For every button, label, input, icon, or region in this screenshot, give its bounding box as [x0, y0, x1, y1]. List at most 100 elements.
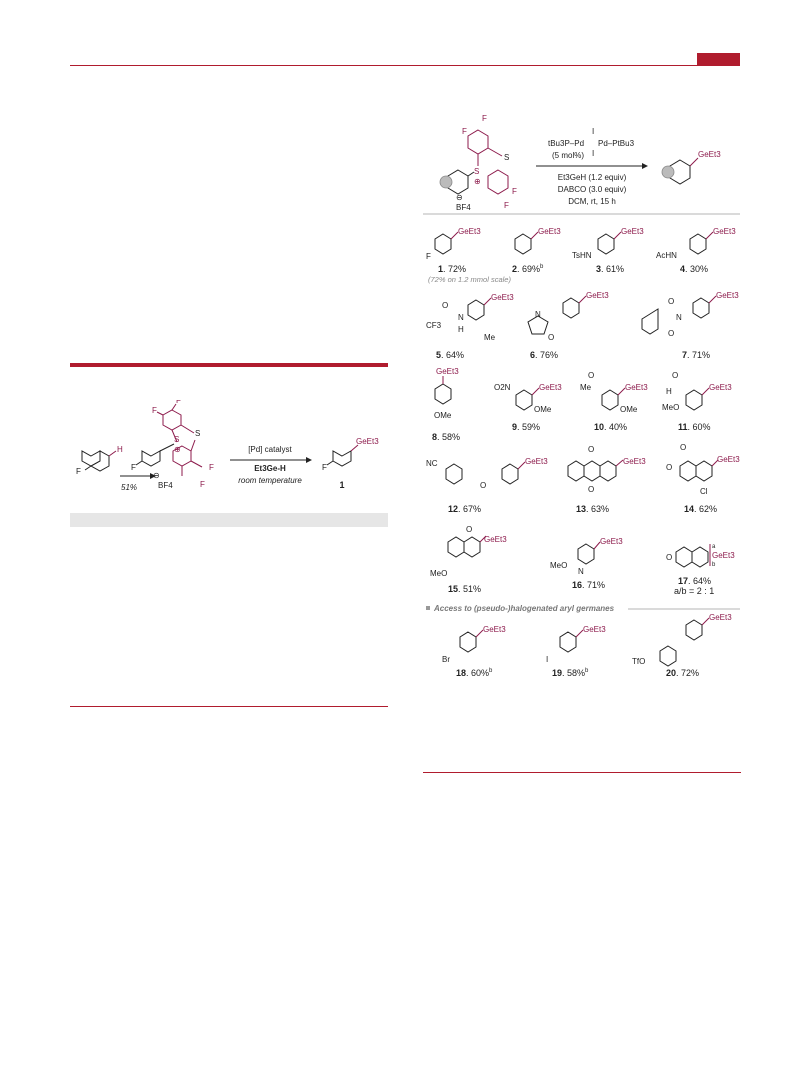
svg-text:GeEt3: GeEt3	[625, 383, 648, 392]
svg-text:N: N	[458, 313, 464, 322]
section-heading: Access to (pseudo-)halogenated aryl germ…	[433, 604, 615, 613]
svg-text:NC: NC	[426, 459, 438, 468]
scope-substrate-structure: F F S S ⊕ F F ⊖ BF4	[439, 114, 517, 212]
f-label-4: F	[200, 480, 205, 489]
svg-text:16. 71%: 16. 71%	[572, 580, 605, 590]
catalyst-label: [Pd] catalyst	[248, 445, 292, 454]
product-1-structure: GeEt3 F 1	[322, 437, 379, 490]
svg-text:15. 51%: 15. 51%	[448, 584, 481, 594]
svg-text:GeEt3: GeEt3	[623, 457, 646, 466]
svg-text:3. 61%: 3. 61%	[596, 264, 624, 274]
svg-text:GeEt3: GeEt3	[458, 227, 481, 236]
left-gray-bar	[70, 513, 388, 527]
cat-suffix: Pd–PtBu3	[598, 139, 635, 148]
svg-text:19. 58%b: 19. 58%b	[552, 668, 589, 678]
bridge-top: I	[592, 127, 594, 136]
svg-text:Me: Me	[484, 333, 496, 342]
ss2: S	[474, 167, 479, 176]
svg-text:GeEt3: GeEt3	[709, 383, 732, 392]
reagent2: DABCO (3.0 equiv)	[558, 185, 627, 194]
svg-text:MeO: MeO	[662, 403, 679, 412]
svg-text:O: O	[668, 329, 674, 338]
svg-text:GeEt3: GeEt3	[538, 227, 561, 236]
svg-text:GeEt3: GeEt3	[483, 625, 506, 634]
svg-text:OMe: OMe	[534, 405, 552, 414]
svg-text:Br: Br	[442, 655, 450, 664]
f-label-6: F	[322, 463, 327, 472]
svg-text:F: F	[426, 252, 431, 261]
ss: S	[504, 153, 509, 162]
svg-text:GeEt3: GeEt3	[436, 367, 459, 376]
cat-prefix: tBu3P–Pd	[548, 139, 584, 148]
row-1: GeEt3 F 1. 72% (72% on 1.2 mmol scale) G…	[426, 227, 736, 284]
f-label: F	[76, 467, 81, 476]
svg-text:O: O	[466, 525, 472, 534]
svg-text:N: N	[676, 313, 682, 322]
svg-text:GeEt3: GeEt3	[709, 613, 732, 622]
svg-text:O: O	[672, 371, 678, 380]
bridge-bottom: I	[592, 149, 594, 158]
svg-text:O: O	[442, 301, 448, 310]
scharge: ⊕	[474, 177, 481, 186]
svg-text:1. 72%: 1. 72%	[438, 264, 466, 274]
reagent-label: Et3Ge-H	[254, 464, 286, 473]
yield-51: 51%	[121, 483, 137, 492]
svg-text:11. 60%: 11. 60%	[678, 422, 711, 432]
f-label-2: F	[152, 406, 157, 415]
svg-text:GeEt3: GeEt3	[586, 291, 609, 300]
geet3-label: GeEt3	[356, 437, 379, 446]
sf3: F	[512, 187, 517, 196]
svg-text:6. 76%: 6. 76%	[530, 350, 558, 360]
svg-text:GeEt3: GeEt3	[716, 291, 739, 300]
svg-text:O: O	[668, 297, 674, 306]
sf1: F	[482, 114, 487, 123]
svg-text:GeEt3: GeEt3	[600, 537, 623, 546]
header-rule	[70, 65, 740, 66]
cat-loading: (5 mol%)	[552, 151, 584, 160]
svg-text:CF3: CF3	[426, 321, 442, 330]
svg-text:(72% on 1.2 mmol scale): (72% on 1.2 mmol scale)	[428, 275, 511, 284]
svg-text:4. 30%: 4. 30%	[680, 264, 708, 274]
reagent1: Et3GeH (1.2 equiv)	[558, 173, 627, 182]
svg-text:b: b	[712, 562, 716, 568]
svg-text:5. 64%: 5. 64%	[436, 350, 464, 360]
sanion-charge: ⊖	[456, 193, 463, 202]
product-1-number: 1	[339, 480, 344, 490]
sf4: F	[504, 201, 509, 210]
header-accent-block	[697, 53, 740, 65]
svg-text:8. 58%: 8. 58%	[432, 432, 460, 442]
svg-text:13. 63%: 13. 63%	[576, 504, 609, 514]
f-label-1: F	[176, 400, 181, 405]
svg-text:GeEt3: GeEt3	[583, 625, 606, 634]
svg-text:GeEt3: GeEt3	[539, 383, 562, 392]
f-label-5: F	[131, 463, 136, 472]
sf2: F	[462, 127, 467, 136]
row-6: GeEt3 Br 18. 60%b GeEt3 I 19. 58%b GeEt3…	[442, 613, 732, 678]
svg-text:17. 64%: 17. 64%	[678, 576, 711, 586]
svg-text:GeEt3: GeEt3	[484, 535, 507, 544]
svg-text:H: H	[666, 387, 672, 396]
s-label: S	[195, 429, 200, 438]
svg-text:GeEt3: GeEt3	[491, 293, 514, 302]
solvent: DCM, rt, 15 h	[568, 197, 616, 206]
svg-text:2. 69%b: 2. 69%b	[512, 264, 544, 274]
svg-text:MeO: MeO	[550, 561, 567, 570]
svg-text:GeEt3: GeEt3	[621, 227, 644, 236]
svg-text:20. 72%: 20. 72%	[666, 668, 699, 678]
f-label-3: F	[209, 463, 214, 472]
svg-text:O: O	[666, 463, 672, 472]
row-5: O GeEt3 MeO 15. 51% GeEt3 N MeO 16. 71% …	[430, 525, 735, 596]
anion-charge-label: ⊖	[153, 471, 160, 480]
svg-text:OMe: OMe	[434, 411, 452, 420]
svg-text:Cl: Cl	[700, 487, 708, 496]
svg-text:O: O	[680, 443, 686, 452]
svg-text:O: O	[548, 333, 554, 342]
svg-text:GeEt3: GeEt3	[712, 551, 735, 560]
thianthrenium-salt-structure: F F S F F S ⊕ F ⊖ BF4	[131, 400, 214, 490]
left-reaction-scheme: H F 51% F F S F F S ⊕ F ⊖ BF4 [Pd] catal…	[76, 400, 379, 492]
svg-text:18. 60%b: 18. 60%b	[456, 668, 493, 678]
svg-text:I: I	[546, 655, 548, 664]
svg-text:14. 62%: 14. 62%	[684, 504, 717, 514]
svg-text:GeEt3: GeEt3	[717, 455, 740, 464]
svg-text:OMe: OMe	[620, 405, 638, 414]
